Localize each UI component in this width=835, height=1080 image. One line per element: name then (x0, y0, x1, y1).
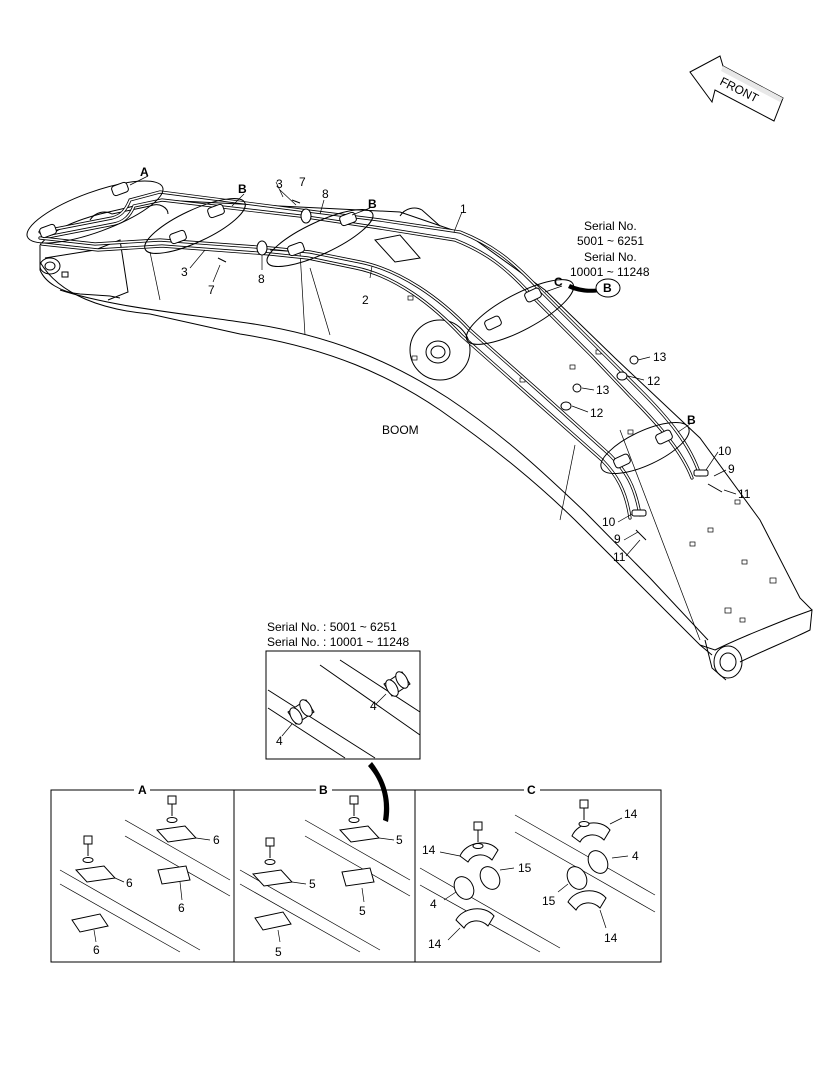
callout-1: 1 (460, 202, 467, 216)
ref-b-badge-outline (595, 278, 621, 298)
serial-detail-box: Serial No. : 5001 ~ 6251 Serial No. : 10… (265, 620, 421, 822)
serial-main-line4: 10001 ~ 11248 (570, 265, 650, 279)
section-a-label: A (138, 783, 147, 797)
c-callout-15-left: 15 (518, 861, 532, 875)
zone-c-label: C (554, 275, 563, 289)
callout-12-upper: 12 (647, 374, 661, 388)
callout-3-lower: 3 (181, 265, 188, 279)
panel-a: 6 6 6 6 (59, 795, 231, 957)
callout-9-upper: 9 (728, 462, 735, 476)
callout-7-upper: 7 (299, 175, 306, 189)
callout-12-lower: 12 (590, 406, 604, 420)
zone-b1-label: B (238, 182, 247, 196)
callout-10-lower: 10 (602, 515, 616, 529)
boom-structure (39, 199, 813, 681)
c-callout-14-top-right: 14 (624, 807, 638, 821)
zone-b3-label: B (687, 413, 696, 427)
serial-main-line1: Serial No. (584, 219, 637, 233)
c-callout-14-bottom-right: 14 (604, 931, 618, 945)
c-callout-15-right: 15 (542, 894, 556, 908)
c-callout-4-right: 4 (632, 849, 639, 863)
callout-8-upper: 8 (322, 187, 329, 201)
zone-b2-label: B (368, 197, 377, 211)
c-callout-14-bottom-left: 14 (428, 937, 442, 951)
section-b-label: B (319, 783, 328, 797)
callout-leaders (129, 175, 737, 557)
a-callout-6-mid: 6 (178, 901, 185, 915)
detail-panels: A B C (50, 781, 662, 963)
c-callout-14-top-left: 14 (422, 843, 436, 857)
c-callout-4-left: 4 (430, 897, 437, 911)
callout-3-upper: 3 (276, 177, 283, 191)
callout-9-lower: 9 (614, 532, 621, 546)
main-callouts: 1 2 3 3 7 7 8 8 A B B C B 13 12 13 12 10… (140, 165, 751, 564)
panel-c: 14 4 15 14 14 15 4 14 (419, 799, 656, 953)
a-callout-6-left: 6 (126, 876, 133, 890)
b-callout-5-top: 5 (396, 833, 403, 847)
b-callout-5-bottom: 5 (275, 945, 282, 959)
callout-10-upper: 10 (718, 444, 732, 458)
callout-11-lower: 11 (613, 550, 626, 564)
b-callout-5-left: 5 (309, 877, 316, 891)
a-callout-6-top: 6 (213, 833, 220, 847)
serial-detail-line2: Serial No. : 10001 ~ 11248 (267, 635, 410, 649)
callout-11-upper: 11 (738, 487, 751, 501)
zone-a-label: A (140, 165, 149, 179)
callout-8-lower: 8 (258, 272, 265, 286)
serial-detail-line1: Serial No. : 5001 ~ 6251 (267, 620, 397, 634)
clamp-zones (26, 180, 723, 541)
serial-callout-4-left: 4 (276, 734, 283, 748)
serial-main-line2: 5001 ~ 6251 (577, 234, 644, 248)
panel-b: 5 5 5 5 (239, 795, 411, 959)
serial-note-main: Serial No. 5001 ~ 6251 Serial No. 10001 … (570, 219, 650, 298)
a-callout-6-bottom: 6 (93, 943, 100, 957)
b-callout-5-mid: 5 (359, 904, 366, 918)
serial-main-line3: Serial No. (584, 250, 637, 264)
callout-13-lower: 13 (596, 383, 610, 397)
callout-2: 2 (362, 293, 369, 307)
callout-7-lower: 7 (208, 283, 215, 297)
callout-13-upper: 13 (653, 350, 667, 364)
ref-b-badge: B (603, 281, 612, 295)
serial-callout-4-right: 4 (370, 699, 377, 713)
front-arrow: FRONT (689, 55, 784, 122)
boom-label: BOOM (382, 423, 419, 437)
section-c-label: C (527, 783, 536, 797)
